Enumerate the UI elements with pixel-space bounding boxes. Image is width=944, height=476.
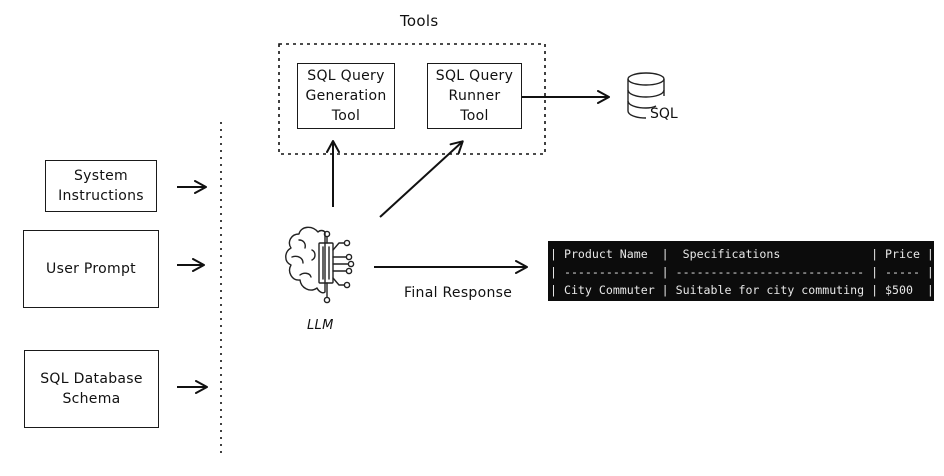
brain-chip-icon xyxy=(285,226,355,304)
user-prompt-box: User Prompt xyxy=(23,230,159,308)
result-table: | Product Name | Specifications | Price … xyxy=(548,241,934,301)
arrow-llm-to-runner xyxy=(379,140,464,218)
database-icon xyxy=(627,72,665,119)
final-response-label: Final Response xyxy=(404,285,513,301)
tools-container xyxy=(278,43,546,155)
system-instructions-box: System Instructions xyxy=(45,160,157,212)
result-table-separator-row: | ------------- | ----------------------… xyxy=(550,265,934,279)
sql-database-schema-box: SQL Database Schema xyxy=(24,350,159,428)
result-table-header-row: | Product Name | Specifications | Price … xyxy=(550,247,934,261)
sql-query-runner-tool-box: SQL Query Runner Tool xyxy=(427,63,522,129)
tools-title: Tools xyxy=(400,12,439,30)
llm-label: LLM xyxy=(307,318,334,333)
database-label: SQL xyxy=(650,106,678,122)
sql-query-generation-tool-box: SQL Query Generation Tool xyxy=(297,63,395,129)
result-table-data-row: | City Commuter | Suitable for city comm… xyxy=(550,283,934,297)
